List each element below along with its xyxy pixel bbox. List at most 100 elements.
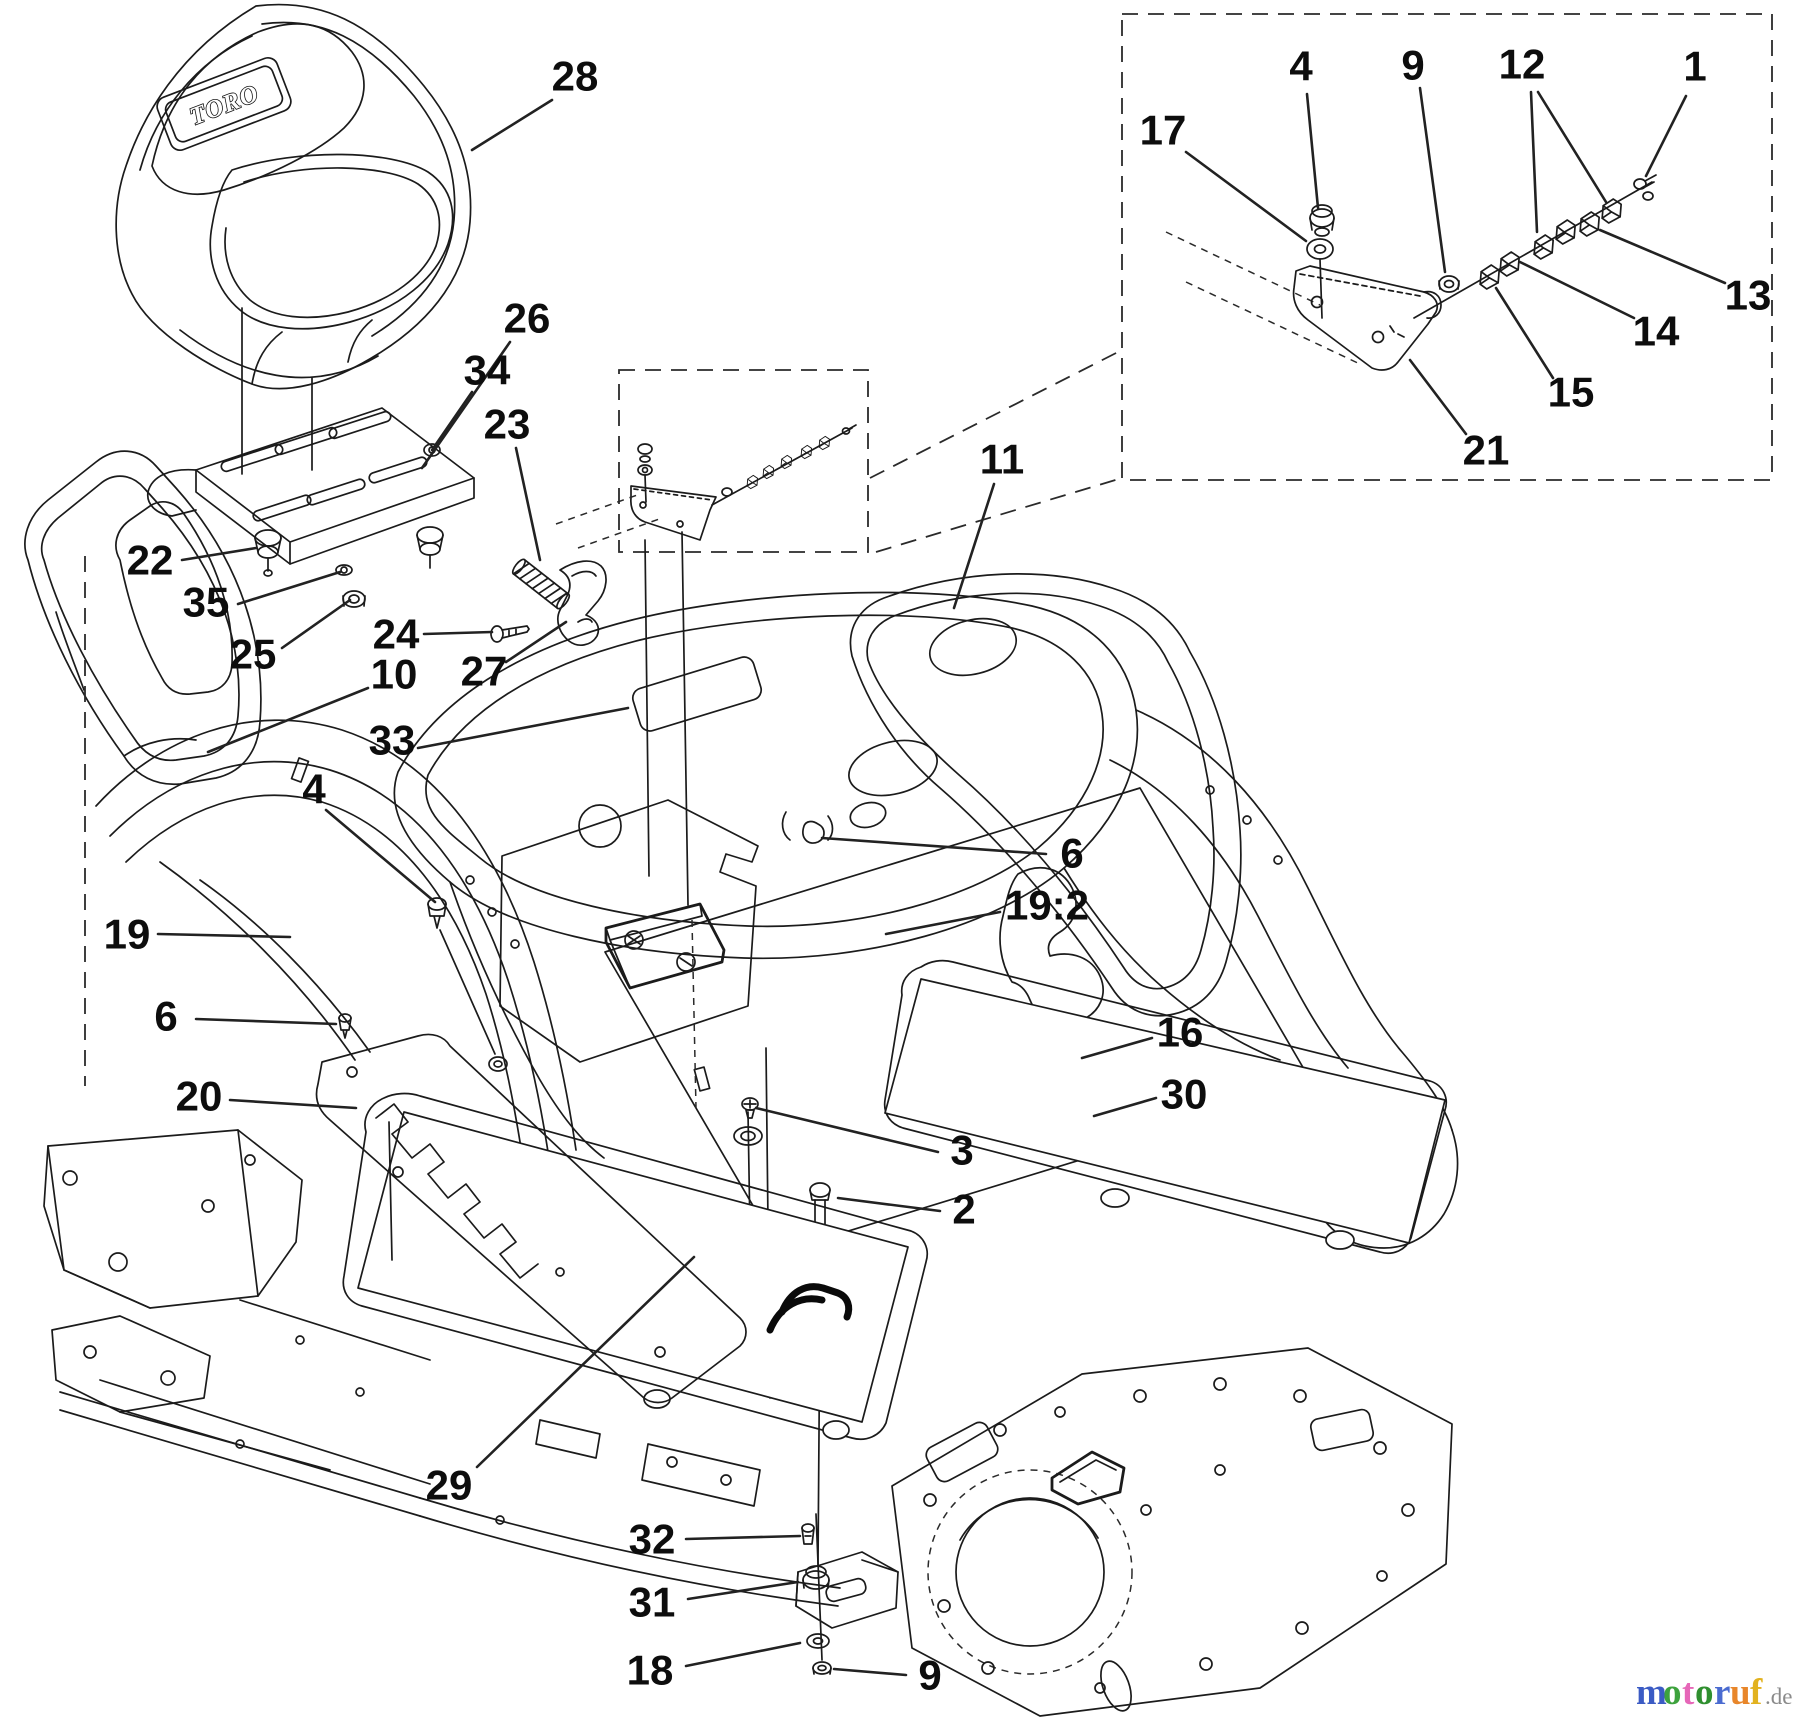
leader-line-14 [1518,260,1636,320]
bolt-32 [801,1523,815,1545]
callout-label-23: 23 [484,401,531,448]
watermark-letter: f [1750,1672,1763,1713]
inset-bracket-21 [1292,265,1442,371]
leader-line-3 [754,1106,940,1154]
leader-line-4 [324,808,437,904]
inset-bolt-4 [1309,204,1335,237]
leader-line-9 [832,1667,908,1677]
leader-line-11 [952,482,996,610]
callout-label-14: 14 [1633,308,1680,355]
hinge-plate [604,902,726,990]
leader-line-9 [1418,86,1447,274]
watermark-suffix: .de [1765,1684,1792,1709]
frame-plate [891,1347,1453,1717]
callout-label-24: 24 [373,611,420,658]
seat-bracket [146,407,607,646]
leader-line-24 [422,630,494,636]
leader-line-19 [156,932,292,939]
inset-nut-9 [1438,275,1460,293]
callout-label-3: 3 [950,1127,973,1174]
callout-label-17: 17 [1140,107,1187,154]
sticker-recess-33 [631,656,763,732]
leader-line-12 [1529,90,1539,234]
screw-6-left [338,1013,352,1039]
callout-label-32: 32 [629,1516,676,1563]
handle-grip-lower [766,1295,826,1334]
leader-line-35 [236,570,342,606]
callout-label-22: 22 [127,537,174,584]
latch-bracket [795,1551,899,1629]
callout-label-15: 15 [1548,369,1595,416]
callout-label-4: 4 [302,766,326,813]
pad-left-texture [357,1111,909,1423]
leader-line-31 [686,1580,800,1601]
nut-9-main [812,1661,832,1675]
spring-23 [511,558,571,610]
callout-label-13: 13 [1725,272,1772,319]
callout-label-25: 25 [230,631,277,678]
leader-line-21 [1408,358,1468,436]
leader-line-15 [1494,286,1555,380]
seat-knob-left [254,529,282,577]
footrest-pad-right [883,959,1448,1255]
inset-axis-line [1413,181,1653,319]
watermark-letter: r [1714,1672,1730,1713]
leader-line-28 [470,98,554,152]
pan-opening [499,799,759,1063]
callout-label-26: 26 [504,295,551,342]
latch-27 [557,560,607,646]
callout-label-18: 18 [627,1647,674,1694]
inset-screw-1 [1633,174,1657,190]
seat-knob-right [416,526,444,569]
washer-18 [806,1633,830,1649]
leader-line-23 [514,446,542,562]
leader-line-16 [1080,1036,1154,1060]
leader-line-2 [836,1196,942,1213]
leader-line-12 [1536,90,1608,204]
nut-31 [802,1565,830,1590]
detail-connector-bottom [875,477,1123,553]
leader-line-6 [820,836,1048,856]
watermark-letter: u [1730,1672,1751,1713]
leader-line-19:2 [884,910,1002,936]
armrest-right [849,573,1242,1025]
callout-label-31: 31 [629,1579,676,1626]
leader-line-32 [684,1534,802,1541]
leader-line-26 [420,340,512,470]
pad-right-texture [884,978,1446,1244]
bolt-24 [490,625,530,643]
callout-label-20: 20 [176,1073,223,1120]
callout-label-29: 29 [426,1462,473,1509]
screw-3 [733,1097,763,1146]
leader-line-6 [194,1017,338,1026]
leader-line-29 [475,1255,696,1469]
callout-label-33: 33 [369,717,416,764]
callout-label-28: 28 [552,53,599,100]
nut-25 [342,590,366,608]
handle-grip [778,1283,853,1321]
footrest-pad-left [342,1092,929,1441]
leader-line-34 [430,390,474,452]
watermark-letter: o [1695,1672,1714,1713]
frame [43,1121,1453,1717]
leader-line-20 [228,1098,358,1110]
callout-label-9: 9 [1401,42,1424,89]
watermark-letter: t [1682,1672,1695,1713]
callout-label-2: 2 [952,1186,975,1233]
callout-label-21: 21 [1463,427,1510,474]
leader-line-22 [180,546,258,562]
armrest-handle-cutout [999,867,1104,1025]
callout-label-19:2: 19:2 [1005,882,1089,929]
callout-label-6: 6 [1060,830,1083,877]
detail-connector-top [869,349,1123,479]
callout-label-19: 19 [104,911,151,958]
seat-projection-lines [241,307,313,475]
callout-label-6: 6 [154,993,177,1040]
mini-assembly-box [555,369,869,906]
mini-box-projection-lines [644,531,689,906]
leader-line-18 [684,1641,802,1668]
serrated-bracket [315,1033,747,1404]
